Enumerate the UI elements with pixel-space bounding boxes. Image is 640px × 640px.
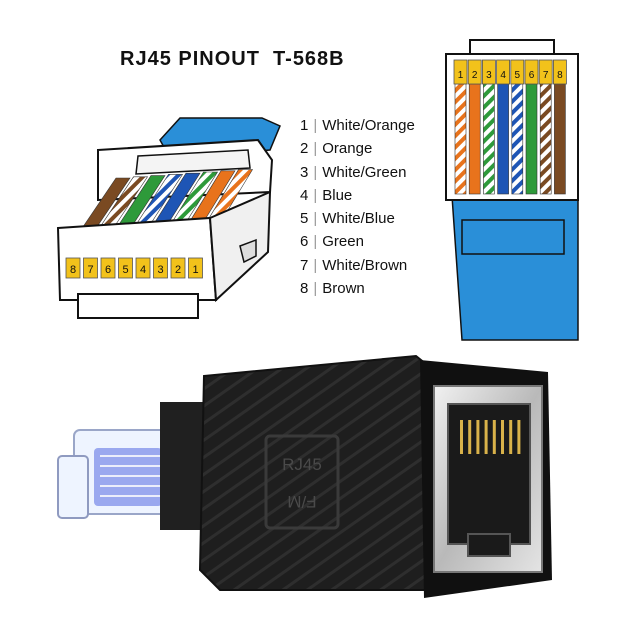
jack-pin xyxy=(509,420,513,454)
plug-clear-tab xyxy=(57,455,89,519)
pin-number: 6 xyxy=(529,70,535,81)
wire xyxy=(539,83,552,195)
jack-pin xyxy=(492,420,496,454)
pin-number: 5 xyxy=(122,264,128,276)
pin-contact xyxy=(481,59,496,85)
legend-row: 8|Brown xyxy=(300,280,365,298)
legend-row: 3|White/Green xyxy=(300,163,407,181)
pin-number: 5 xyxy=(515,70,521,81)
pin-contact xyxy=(524,59,539,85)
wire xyxy=(483,83,495,195)
pin-contact xyxy=(538,59,553,85)
pin-contact xyxy=(118,257,133,279)
legend-row: 2|Orange xyxy=(300,140,373,158)
jack-contacts xyxy=(460,420,521,454)
jack-pin xyxy=(501,420,504,454)
pin-contact xyxy=(453,59,468,85)
legend-row: 7|White/Brown xyxy=(300,256,408,274)
jack-pin xyxy=(460,420,463,454)
pin-number: 1 xyxy=(458,70,464,81)
pin-contact xyxy=(170,257,186,279)
pin-number: 7 xyxy=(87,264,93,276)
diagram-title: RJ45 PINOUT T-568B xyxy=(120,48,345,70)
jack-latch-slot xyxy=(467,533,511,557)
marking-line-1: RJ45 xyxy=(282,455,322,474)
cable-jacket-window xyxy=(461,219,565,255)
pin-number: 4 xyxy=(500,70,506,81)
pin-number: 3 xyxy=(486,70,492,81)
wire xyxy=(511,83,524,195)
jack-pin xyxy=(476,420,480,454)
wire xyxy=(497,83,509,195)
pin-contact xyxy=(65,257,81,279)
pin-number: 6 xyxy=(105,264,111,276)
pin-number: 1 xyxy=(192,264,198,276)
marking-frame xyxy=(264,434,340,530)
pin-number: 3 xyxy=(157,264,163,276)
pin-number: 8 xyxy=(70,264,76,276)
jack-pin xyxy=(517,420,521,454)
wire xyxy=(468,83,481,195)
legend-row: 5|White/Blue xyxy=(300,210,395,228)
legend-row: 4|Blue xyxy=(300,186,353,204)
pin-contact xyxy=(153,257,168,279)
legend-row: 1|White/Orange xyxy=(300,117,415,134)
pin-number: 4 xyxy=(140,264,146,276)
plug-latch xyxy=(239,238,257,264)
plug-bottom-lip xyxy=(77,293,199,319)
pin-number: 2 xyxy=(472,70,478,81)
pin-number: 7 xyxy=(543,70,549,81)
pin-contact xyxy=(496,59,511,85)
cable-jacket xyxy=(451,195,579,341)
pin-number: 2 xyxy=(175,264,181,276)
pinout-legend: 1|White/Orange 2|Orange 3|White/Green 4|… xyxy=(300,114,415,300)
marking-line-2: F/M xyxy=(287,492,316,511)
pin-contact xyxy=(553,59,567,85)
legend-row: 6|Green xyxy=(300,233,364,251)
pin-contact xyxy=(100,257,116,279)
pin-number: 8 xyxy=(557,70,563,81)
pin-contact xyxy=(467,59,482,85)
pin-contact xyxy=(510,59,525,85)
plug-top-lip xyxy=(469,39,555,55)
jack-pin xyxy=(484,420,488,454)
pin-contact xyxy=(188,257,203,279)
plug-clip xyxy=(135,149,251,175)
adapter-product-photo: RJ45 F/M xyxy=(57,354,552,598)
wire xyxy=(454,83,467,195)
male-rj45-plug xyxy=(57,429,173,519)
pin-contact xyxy=(83,257,98,279)
wire xyxy=(525,83,538,195)
wire xyxy=(554,83,566,195)
jack-pin xyxy=(468,420,472,454)
pin-contact xyxy=(135,257,151,279)
